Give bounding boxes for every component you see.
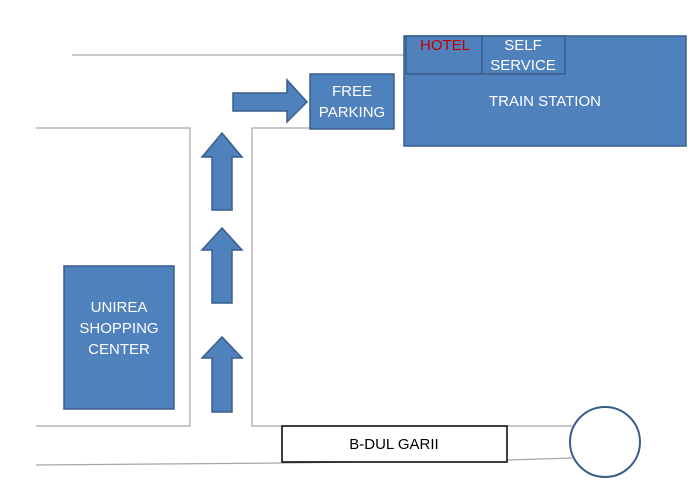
self-service-label-line2: SERVICE	[490, 57, 556, 74]
hotel-building: HOTEL	[405, 35, 483, 75]
arrow-up-icon	[200, 131, 244, 211]
roundabout-icon	[569, 406, 641, 478]
arrow-up-icon	[200, 226, 244, 304]
train-station-label: TRAIN STATION	[489, 93, 601, 110]
shopping-center-label-line1: UNIREA	[91, 299, 148, 316]
arrow-right-icon	[232, 78, 309, 124]
right-road-edge	[251, 127, 310, 427]
street-label: B-DUL GARII	[349, 436, 438, 453]
shopping-center-label-line3: CENTER	[88, 341, 150, 358]
hotel-label: HOTEL	[420, 37, 470, 54]
self-service-label-line1: SELF	[504, 37, 542, 54]
direction-arrows	[200, 78, 309, 413]
free-parking-building: FREE PARKING	[309, 73, 395, 130]
shopping-center-building: UNIREA SHOPPING CENTER	[63, 265, 175, 410]
shopping-center-label-line2: SHOPPING	[79, 320, 158, 337]
arrow-up-icon	[200, 335, 244, 413]
street-sign: B-DUL GARII	[281, 425, 508, 463]
free-parking-label-line2: PARKING	[319, 104, 385, 121]
free-parking-label-line1: FREE	[332, 83, 372, 100]
left-block-edge	[36, 127, 191, 427]
self-service-building: SELF SERVICE	[481, 35, 566, 75]
